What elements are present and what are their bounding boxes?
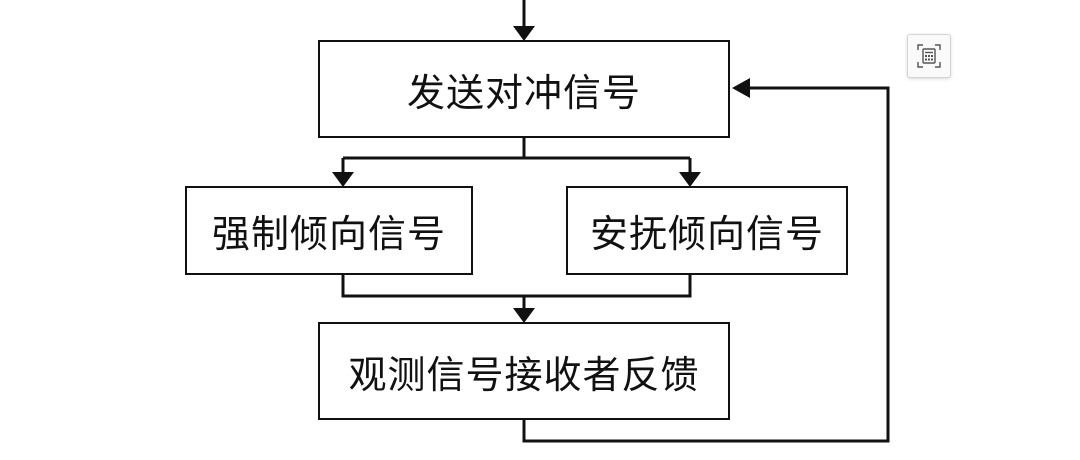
node-soothe-label: 安抚倾向信号 <box>589 212 824 256</box>
calculator-icon <box>917 44 941 68</box>
node-soothing-signal: 安抚倾向信号 <box>566 186 848 275</box>
node-send-label: 发送对冲信号 <box>406 70 641 115</box>
node-force-label: 强制倾向信号 <box>211 212 446 256</box>
calculator-button[interactable] <box>907 34 951 78</box>
node-observe-label: 观测信号接收者反馈 <box>348 352 700 397</box>
arrowhead-to-observe <box>513 308 535 323</box>
edge-send-split <box>341 138 692 172</box>
arrowhead-feedback <box>732 78 750 98</box>
node-send-hedge-signal: 发送对冲信号 <box>318 40 730 138</box>
arrowhead-to-soothe <box>679 172 701 187</box>
arrowhead-to-force <box>332 172 354 187</box>
edge-feedback-loop <box>522 86 890 443</box>
arrowhead-entry <box>513 26 535 41</box>
node-observe-feedback: 观测信号接收者反馈 <box>318 322 730 420</box>
node-coercive-signal: 强制倾向信号 <box>185 186 473 275</box>
edge-merge-to-observe <box>341 275 692 308</box>
